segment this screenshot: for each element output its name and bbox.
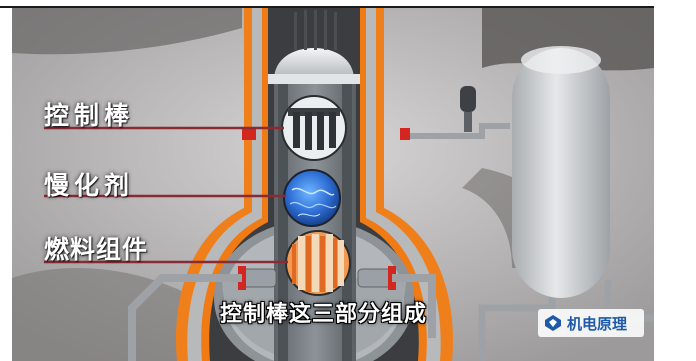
reactor-illustration (12, 8, 654, 361)
right-margin (654, 0, 696, 361)
video-frame: 控制棒 慢化剂 燃料组件 控制棒这三部分组成 机电原理 (12, 8, 654, 361)
logo-icon (545, 315, 561, 331)
control-rods-label: 控制棒 (44, 101, 135, 130)
video-subtitle: 控制棒这三部分组成 (220, 302, 428, 327)
channel-watermark: 机电原理 (538, 309, 644, 337)
fuel-assembly-label: 燃料组件 (44, 235, 149, 264)
watermark-text: 机电原理 (567, 314, 628, 333)
top-border (0, 0, 696, 8)
moderator-label: 慢化剂 (44, 171, 135, 200)
